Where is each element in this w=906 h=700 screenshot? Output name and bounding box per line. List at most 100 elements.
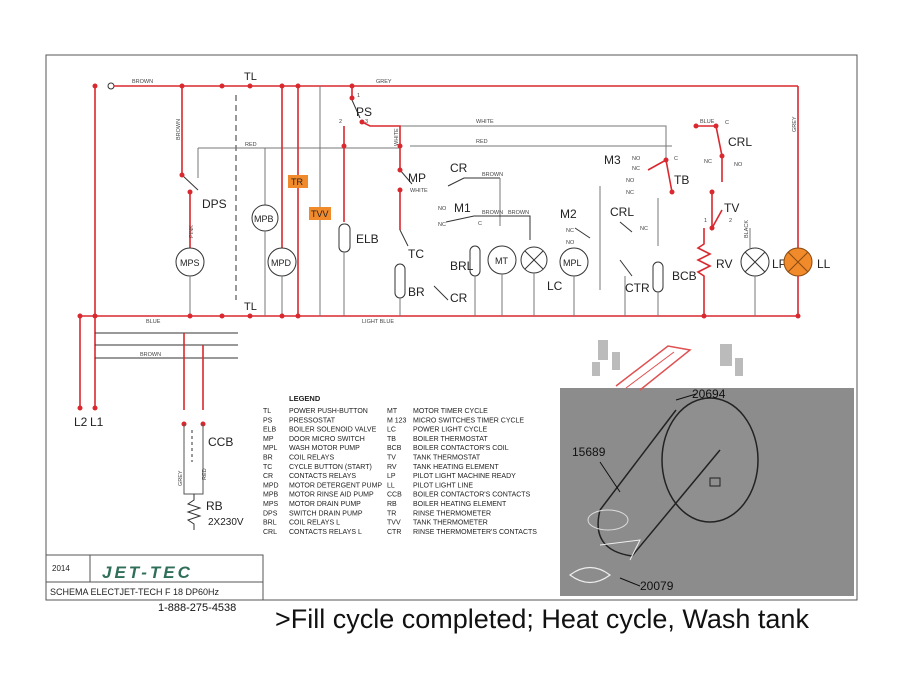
label-dps: DPS <box>202 197 227 211</box>
terminal-ring <box>107 82 115 90</box>
legend-description: CYCLE BUTTON (START) <box>289 464 372 471</box>
legend-description: MOTOR RINSE AID PUMP <box>289 492 374 499</box>
title-year: 2014 <box>52 564 70 573</box>
title-block-grid <box>46 555 263 583</box>
legend-description: SWITCH DRAIN PUMP <box>289 510 363 517</box>
wire-label-blue: BLUE <box>146 319 161 325</box>
legend-description: BOILER THERMOSTAT <box>413 436 488 443</box>
elb-coil <box>338 223 351 253</box>
legend-description: BOILER CONTACTOR'S COIL <box>413 445 509 452</box>
label-cr-top: CR <box>450 161 468 175</box>
legend-description: TANK THERMOMETER <box>413 520 488 527</box>
legend-code: RV <box>387 464 397 471</box>
legend-description: MOTOR DRAIN PUMP <box>289 501 361 508</box>
legend-description: MOTOR TIMER CYCLE <box>413 408 488 415</box>
legend-description: DOOR MICRO SWITCH <box>289 436 365 443</box>
part-20694: 20694 <box>692 387 726 401</box>
label-tr: TR <box>291 177 303 187</box>
label-elb: ELB <box>356 232 379 246</box>
label-mpb: MPB <box>254 214 274 224</box>
legend-code: CRL <box>263 529 277 536</box>
m3-c: C <box>674 156 678 162</box>
part-15689: 15689 <box>572 445 606 459</box>
dps-switch <box>181 174 199 191</box>
label-tvv: TVV <box>311 209 329 219</box>
wire-label-red-ccb: RED <box>202 468 208 480</box>
label-rv: RV <box>716 257 732 271</box>
br-coil <box>394 263 406 299</box>
label-brl: BRL <box>450 259 474 273</box>
legend-code: PS <box>263 417 273 424</box>
wire-label-white: WHITE <box>476 119 494 125</box>
terminal-l1 <box>92 405 98 411</box>
legend-description: BOILER CONTACTOR'S CONTACTS <box>413 492 531 499</box>
ps-contact-1: 1 <box>357 93 360 99</box>
crl-top-nc: NC <box>704 159 712 165</box>
legend-code: TC <box>263 464 272 471</box>
terminal-l2 <box>77 405 83 411</box>
tb-no: NO <box>626 178 635 184</box>
support-phone: 1-888-275-4538 <box>158 602 237 614</box>
wire-label-black: BLACK <box>744 220 750 238</box>
m3-no: NO <box>632 156 641 162</box>
wire-label-white-ps: WHITE <box>394 128 400 146</box>
rb-element <box>186 494 202 530</box>
legend-description: MICRO SWITCHES TIMER CYCLE <box>413 417 524 424</box>
legend-description: COIL RELAYS <box>289 455 334 462</box>
label-ll: LL <box>817 257 831 271</box>
legend-code: CTR <box>387 529 401 536</box>
crl-top-feed <box>696 125 723 182</box>
label-tb: TB <box>674 173 689 187</box>
label-rb: RB <box>206 499 223 513</box>
label-bcb: BCB <box>672 269 697 283</box>
part-20079: 20079 <box>640 579 674 593</box>
wire-label-grey: GREY <box>376 79 392 85</box>
status-caption: >Fill cycle completed; Heat cycle, Wash … <box>275 604 809 634</box>
m3-switch <box>647 159 667 171</box>
label-lc: LC <box>547 279 563 293</box>
crl-top-c: C <box>725 120 729 126</box>
wire-label-red-2: RED <box>476 139 488 145</box>
legend-code: ELB <box>263 427 277 434</box>
legend-description: RINSE THERMOMETER <box>413 510 491 517</box>
wire-label-brown: BROWN <box>132 79 153 85</box>
label-mpl: MPL <box>563 258 582 268</box>
legend-code: MP <box>263 436 274 443</box>
wire-label-grey-ll: GREY <box>792 116 798 132</box>
crl-top-no: NO <box>734 162 743 168</box>
legend-code: LC <box>387 427 396 434</box>
legend-code: LL <box>387 482 395 489</box>
legend-code: CR <box>263 473 273 480</box>
label-mp: MP <box>408 171 426 185</box>
legend-description: PRESSOSTAT <box>289 417 336 424</box>
wire-label-blue-crl: BLUE <box>700 119 715 125</box>
m2-switch <box>574 227 591 239</box>
m2-no: NO <box>566 240 575 246</box>
legend-description: PILOT LIGHT LINE <box>413 482 473 489</box>
wire-label-brown-m1: BROWN <box>482 210 503 216</box>
label-br: BR <box>408 285 425 299</box>
ll-cross <box>787 251 809 273</box>
tb-path <box>665 159 673 193</box>
crl-mid-switch <box>619 221 633 233</box>
title-logo: JET-TEC <box>102 563 193 582</box>
label-mt: MT <box>495 256 508 266</box>
legend-code: BRL <box>263 520 277 527</box>
terminal-tl-bottom: TL <box>244 301 257 313</box>
white-bus <box>370 125 667 160</box>
tv-path <box>711 192 723 232</box>
legend-code: BCB <box>387 445 402 452</box>
lc-cross <box>524 250 544 270</box>
legend-description: PILOT LIGHT MACHINE READY <box>413 473 516 480</box>
active-junctions <box>77 83 801 427</box>
terminal-tl-top: TL <box>244 71 257 83</box>
m2-nc: NC <box>566 228 574 234</box>
wire-label-red: RED <box>245 142 257 148</box>
label-ccb: CCB <box>208 435 233 449</box>
bcb-coil <box>652 261 664 293</box>
legend-description: POWER LIGHT CYCLE <box>413 427 487 434</box>
label-tc: TC <box>408 247 424 261</box>
label-m1: M1 <box>454 201 471 215</box>
legend-description: WASH MOTOR PUMP <box>289 445 360 452</box>
